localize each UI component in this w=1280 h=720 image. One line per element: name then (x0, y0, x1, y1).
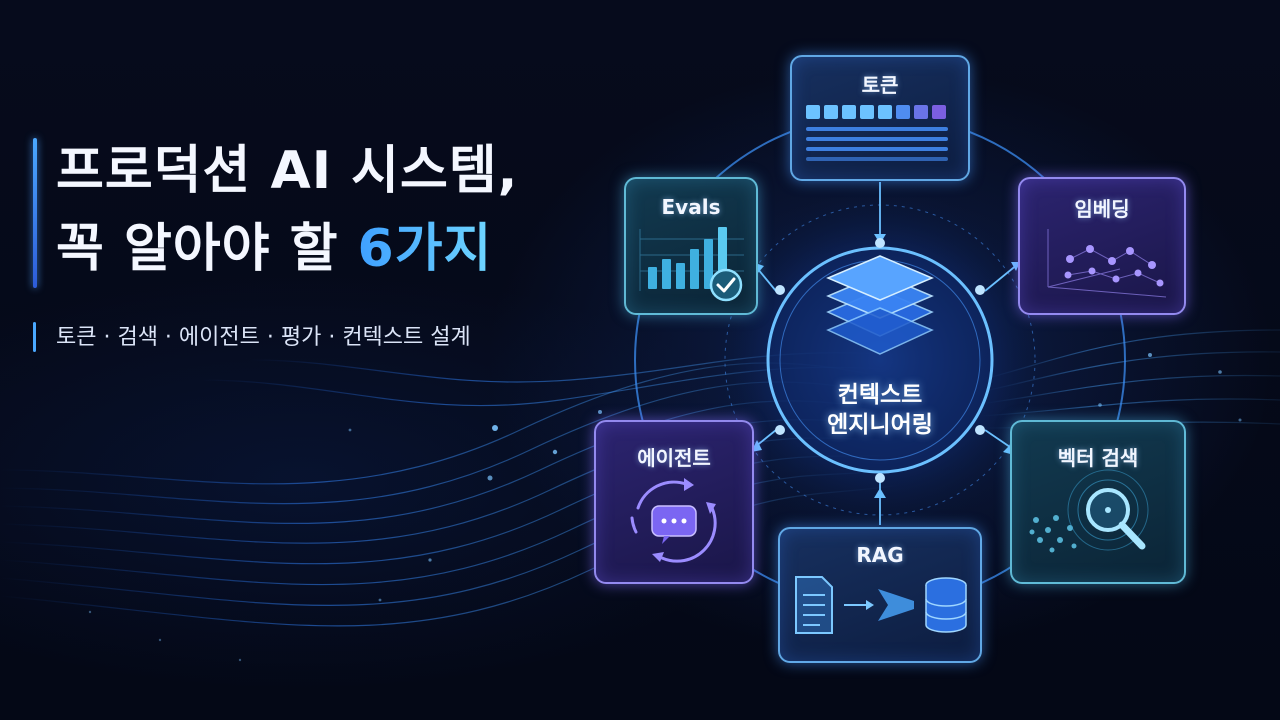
node-card-vector-search: 벡터 검색 (1010, 420, 1186, 584)
hub-label-line-1: 컨텍스트 (837, 382, 923, 408)
node-label: Evals (661, 195, 721, 219)
title-line-1: 프로덕션 AI 시스템, (56, 141, 519, 201)
token-blocks-icon (806, 105, 948, 161)
node-label: RAG (856, 543, 904, 567)
chat-cycle-icon (630, 478, 717, 563)
title-accent-bar (33, 138, 37, 288)
scatter-3d-icon (1047, 229, 1167, 298)
bar-chart-check-icon (639, 227, 744, 302)
magnifier-icon (1029, 469, 1149, 553)
subtitle: 토큰 · 검색 · 에이전트 · 평가 · 컨텍스트 설계 (56, 325, 471, 350)
subtitle-accent-bar (33, 322, 36, 352)
hub-nodes (775, 238, 985, 483)
node-card-evals: Evals (624, 177, 758, 315)
node-card-rag: RAG (778, 527, 982, 663)
node-card-embedding: 임베딩 (1018, 177, 1186, 315)
node-card-tokens: 토큰 (790, 55, 970, 181)
hub-label-line-2: 엔지니어링 (827, 412, 933, 438)
title-highlight: 6가지 (357, 219, 493, 279)
node-card-agent: 에이전트 (594, 420, 754, 584)
node-label: 에이전트 (637, 446, 711, 470)
node-label: 토큰 (861, 73, 899, 97)
page-title: 프로덕션 AI 시스템, 꼭 알아야 할 6가지 (56, 132, 518, 288)
node-label: 벡터 검색 (1057, 446, 1139, 470)
stacked-layers-icon (826, 255, 934, 355)
title-line-2-prefix: 꼭 알아야 할 (56, 219, 358, 279)
document-to-database-icon (795, 576, 967, 634)
node-label: 임베딩 (1074, 197, 1130, 221)
hub-label: 컨텍스트 엔지니어링 (770, 380, 990, 440)
